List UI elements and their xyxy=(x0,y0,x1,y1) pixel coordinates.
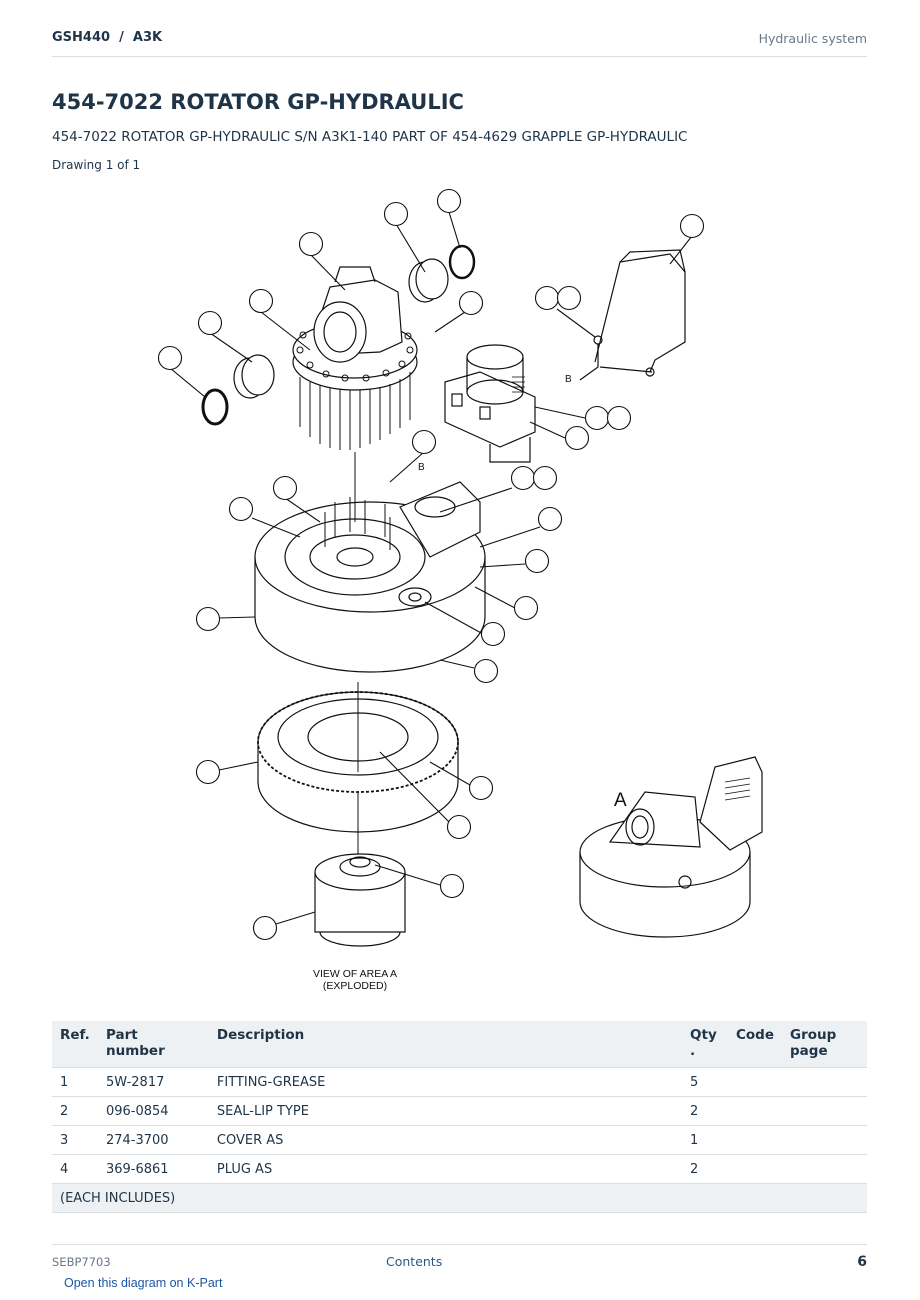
cell-ref: 3 xyxy=(52,1125,98,1155)
cell-description: FITTING-GREASE xyxy=(208,1067,683,1097)
cell-code xyxy=(728,1154,783,1184)
section-name: Hydraulic system xyxy=(758,31,867,46)
cell-group-page xyxy=(782,1125,867,1155)
cell-code xyxy=(728,1096,783,1126)
cell-ref: 1 xyxy=(52,1067,98,1097)
table-row[interactable]: 2 096-0854 SEAL-LIP TYPE 2 xyxy=(52,1096,867,1126)
page-footer: SEBP7703 Contents 6 xyxy=(52,1244,867,1275)
col-part-number[interactable]: Part number xyxy=(97,1021,209,1068)
rotator-housing-drawing xyxy=(201,244,476,450)
contents-link[interactable]: Contents xyxy=(386,1254,443,1269)
page-title: 454-7022 ROTATOR GP-HYDRAULIC xyxy=(52,90,464,114)
caption-line-2: (EXPLODED) xyxy=(322,980,388,992)
page-header: GSH440 / A3K Hydraulic system xyxy=(52,28,867,57)
cell-code xyxy=(728,1125,783,1155)
cover-drawing xyxy=(579,249,686,381)
cell-description: PLUG AS xyxy=(208,1154,683,1184)
page-number: 6 xyxy=(857,1254,867,1270)
col-group-page[interactable]: Group page xyxy=(782,1021,867,1068)
cell-group-page xyxy=(782,1096,867,1126)
col-code[interactable]: Code xyxy=(728,1021,783,1068)
cell-qty: 2 xyxy=(682,1096,728,1126)
caption-line-1: VIEW OF AREA A xyxy=(312,968,398,980)
table-note-row: (EACH INCLUDES) xyxy=(52,1183,867,1213)
assembled-view-drawing xyxy=(579,756,763,938)
table-row[interactable]: 4 369-6861 PLUG AS 2 xyxy=(52,1154,867,1184)
cell-description: COVER AS xyxy=(208,1125,683,1155)
cell-description: SEAL-LIP TYPE xyxy=(208,1096,683,1126)
table-row[interactable]: 1 5W-2817 FITTING-GREASE 5 xyxy=(52,1067,867,1097)
col-ref[interactable]: Ref. xyxy=(52,1021,98,1068)
diagram-caption: VIEW OF AREA A (EXPLODED) xyxy=(310,968,400,992)
cell-ref: 4 xyxy=(52,1154,98,1184)
cell-part-number[interactable]: 096-0854 xyxy=(97,1096,209,1126)
document-id: SEBP7703 xyxy=(52,1255,111,1269)
page-subtitle: 454-7022 ROTATOR GP-HYDRAULIC S/N A3K1-1… xyxy=(52,129,688,145)
cell-part-number[interactable]: 369-6861 xyxy=(97,1154,209,1184)
callout-letter-b-upper: B xyxy=(565,374,572,385)
drawing-count: Drawing 1 of 1 xyxy=(52,158,141,172)
view-area-label-a: A xyxy=(614,790,627,811)
diagram-illustration xyxy=(157,188,763,947)
cell-code xyxy=(728,1067,783,1097)
col-qty[interactable]: Qty . xyxy=(682,1021,728,1068)
cell-part-number[interactable]: 274-3700 xyxy=(97,1125,209,1155)
valve-block-drawing xyxy=(444,344,536,463)
callout-letter-b-lower: B xyxy=(418,462,425,473)
exploded-parts-diagram[interactable]: B B A VIEW OF AREA A (EXPLODED) xyxy=(140,182,780,997)
table-header-row: Ref. Part number Description Qty . Code … xyxy=(52,1021,867,1068)
col-description[interactable]: Description xyxy=(208,1021,683,1068)
cell-group-page xyxy=(782,1154,867,1184)
cell-qty: 2 xyxy=(682,1154,728,1184)
note-each-includes: (EACH INCLUDES) xyxy=(52,1183,867,1213)
open-kpart-link[interactable]: Open this diagram on K-Part xyxy=(64,1276,223,1290)
cell-qty: 5 xyxy=(682,1067,728,1097)
cell-part-number[interactable]: 5W-2817 xyxy=(97,1067,209,1097)
ring-housing-drawing xyxy=(254,452,486,673)
parts-table: Ref. Part number Description Qty . Code … xyxy=(52,1021,867,1213)
cell-group-page xyxy=(782,1067,867,1097)
callout-balloons xyxy=(157,188,705,941)
model-breadcrumb: GSH440 / A3K xyxy=(52,30,163,45)
cell-ref: 2 xyxy=(52,1096,98,1126)
cell-qty: 1 xyxy=(682,1125,728,1155)
table-row[interactable]: 3 274-3700 COVER AS 1 xyxy=(52,1125,867,1155)
gear-ring-drawing xyxy=(257,682,459,833)
